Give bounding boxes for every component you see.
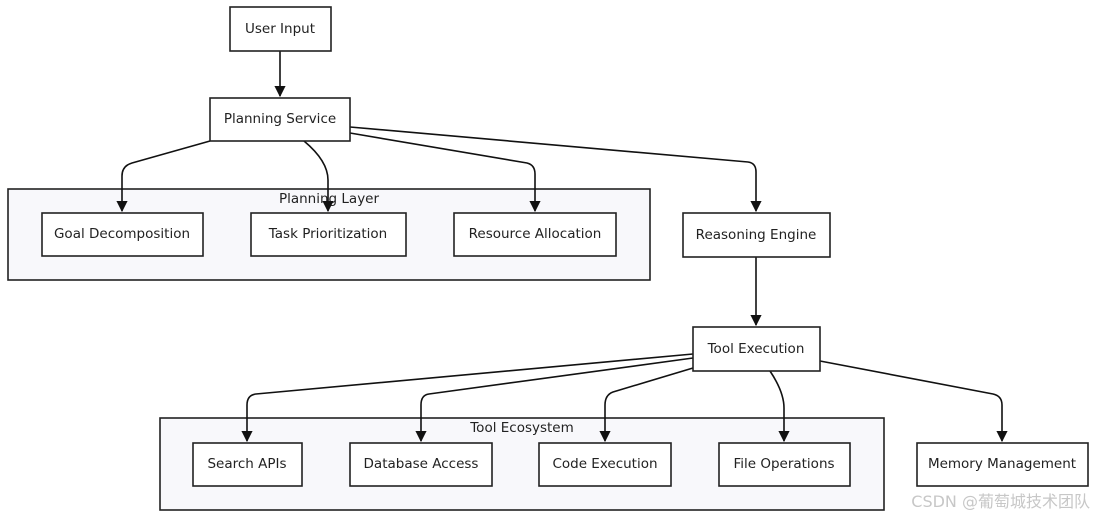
edge-planning-service-to-resource-allocation bbox=[349, 132, 541, 213]
planning-layer-label: Planning Layer bbox=[279, 191, 380, 207]
node-goal-decomposition-label: Goal Decomposition bbox=[54, 226, 190, 242]
edge-planning-service-to-task-prioritization bbox=[303, 140, 334, 213]
edge-planning-service-to-reasoning-engine bbox=[349, 126, 762, 213]
tool-ecosystem-label: Tool Ecosystem bbox=[469, 420, 574, 436]
node-file-operations: File Operations bbox=[718, 442, 851, 487]
node-tool-execution-label: Tool Execution bbox=[707, 341, 805, 357]
edge-tool-execution-to-file-operations bbox=[769, 370, 790, 443]
node-goal-decomposition: Goal Decomposition bbox=[41, 212, 204, 257]
node-task-prioritization-label: Task Prioritization bbox=[268, 226, 387, 242]
node-memory-management: Memory Management bbox=[916, 442, 1089, 487]
node-file-operations-label: File Operations bbox=[733, 456, 834, 472]
edge-tool-execution-to-database-access bbox=[415, 357, 694, 443]
node-planning-service-label: Planning Service bbox=[224, 111, 336, 127]
edges bbox=[116, 51, 1008, 443]
node-tool-execution: Tool Execution bbox=[692, 326, 821, 372]
node-task-prioritization: Task Prioritization bbox=[250, 212, 407, 257]
edge-tool-execution-to-search-apis bbox=[241, 353, 694, 443]
node-code-execution-label: Code Execution bbox=[552, 456, 657, 472]
node-memory-management-label: Memory Management bbox=[928, 456, 1076, 472]
edge-tool-execution-to-memory-management bbox=[819, 360, 1008, 443]
edge-planning-service-to-goal-decomposition bbox=[116, 140, 211, 213]
edge-tool-execution-to-code-execution bbox=[599, 367, 694, 443]
node-reasoning-engine: Reasoning Engine bbox=[682, 212, 831, 258]
node-resource-allocation-label: Resource Allocation bbox=[469, 226, 602, 242]
node-user-input-label: User Input bbox=[245, 21, 315, 37]
node-planning-service: Planning Service bbox=[209, 97, 351, 142]
node-search-apis-label: Search APIs bbox=[207, 456, 286, 472]
watermark: CSDN @葡萄城技术团队 bbox=[911, 492, 1090, 511]
node-user-input: User Input bbox=[229, 6, 332, 52]
node-database-access-label: Database Access bbox=[364, 456, 479, 472]
node-resource-allocation: Resource Allocation bbox=[453, 212, 617, 257]
node-code-execution: Code Execution bbox=[538, 442, 672, 487]
node-search-apis: Search APIs bbox=[192, 442, 303, 487]
node-reasoning-engine-label: Reasoning Engine bbox=[696, 227, 817, 243]
node-database-access: Database Access bbox=[349, 442, 493, 487]
